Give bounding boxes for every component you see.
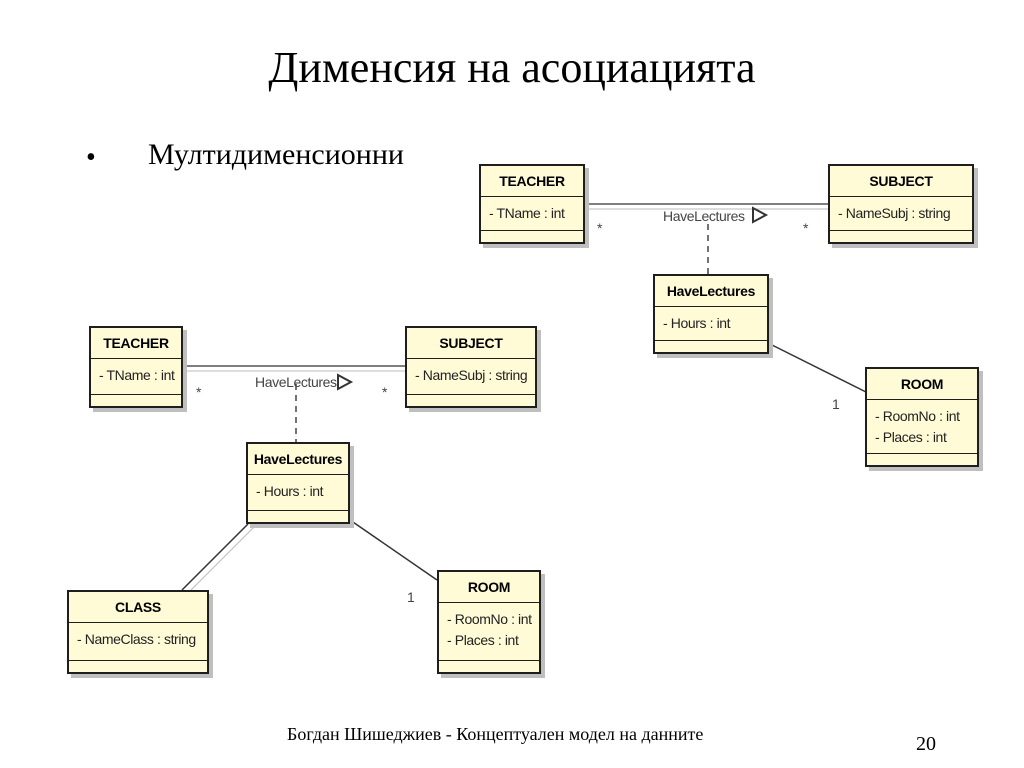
class-operations-compartment xyxy=(481,230,583,231)
bottom-class-link xyxy=(181,523,249,591)
slide-footer: Богдан Шишеджиев - Концептуален модел на… xyxy=(287,724,704,744)
class-name: CLASS xyxy=(69,592,207,623)
top-multiplicity-room: 1 xyxy=(832,396,840,412)
class-attribute: - Hours : int xyxy=(663,315,731,331)
bottom-class-class: CLASS - NameClass : string xyxy=(67,590,209,674)
class-operations-compartment xyxy=(867,453,977,454)
class-name: ROOM xyxy=(439,572,539,603)
bottom-havelectures-class: HaveLectures - Hours : int xyxy=(246,442,350,524)
bottom-multiplicity-room: 1 xyxy=(407,589,415,605)
bottom-multiplicity-teacher: * xyxy=(196,384,202,400)
class-operations-compartment xyxy=(248,510,348,511)
class-operations-compartment xyxy=(655,340,767,341)
class-attribute: - RoomNo : int xyxy=(447,611,532,627)
bullet-text: Мултидименсионни xyxy=(148,138,404,171)
class-name: HaveLectures xyxy=(655,276,767,307)
top-room-link xyxy=(767,342,867,393)
class-name: HaveLectures xyxy=(248,444,348,475)
class-attribute: - NameSubj : string xyxy=(838,205,951,221)
top-subject-class: SUBJECT - NameSubj : string xyxy=(828,164,974,244)
bottom-direction-arrow xyxy=(337,373,354,391)
top-havelectures-class: HaveLectures - Hours : int xyxy=(653,274,769,354)
class-attribute: - RoomNo : int xyxy=(875,408,960,424)
bottom-class-link-shadow xyxy=(187,526,255,594)
class-attribute: - Places : int xyxy=(875,429,947,445)
bottom-room-class: ROOM - RoomNo : int - Places : int xyxy=(437,570,541,674)
class-operations-compartment xyxy=(439,660,539,661)
top-association-label: HaveLectures xyxy=(663,208,745,224)
class-name: SUBJECT xyxy=(830,166,972,197)
top-teacher-class: TEACHER - TName : int xyxy=(479,164,585,244)
class-attribute: - TName : int xyxy=(489,205,565,221)
top-direction-arrow xyxy=(752,206,769,224)
class-name: SUBJECT xyxy=(407,328,535,359)
class-name: TEACHER xyxy=(481,166,583,197)
slide-title: Дименсия на асоциацията xyxy=(268,43,756,92)
bottom-subject-class: SUBJECT - NameSubj : string xyxy=(405,326,537,408)
top-room-class: ROOM - RoomNo : int - Places : int xyxy=(865,367,979,467)
class-attribute: - Hours : int xyxy=(256,483,324,499)
class-operations-compartment xyxy=(830,230,972,231)
bottom-teacher-class: TEACHER - TName : int xyxy=(89,326,183,408)
class-attribute: - NameSubj : string xyxy=(415,367,528,383)
top-multiplicity-subject: * xyxy=(803,220,809,236)
class-attribute: - TName : int xyxy=(99,367,175,383)
class-attribute: - Places : int xyxy=(447,632,519,648)
class-attribute: - NameClass : string xyxy=(77,631,196,647)
class-name: TEACHER xyxy=(91,328,181,359)
top-multiplicity-teacher: * xyxy=(597,220,603,236)
class-name: ROOM xyxy=(867,369,977,400)
bottom-room-link xyxy=(349,519,438,581)
bullet-marker: • xyxy=(86,142,96,173)
class-operations-compartment xyxy=(69,660,207,661)
class-operations-compartment xyxy=(91,394,181,395)
bottom-association-label: HaveLectures xyxy=(255,374,337,390)
class-operations-compartment xyxy=(407,394,535,395)
bottom-multiplicity-subject: * xyxy=(382,384,388,400)
page-number: 20 xyxy=(916,733,936,755)
